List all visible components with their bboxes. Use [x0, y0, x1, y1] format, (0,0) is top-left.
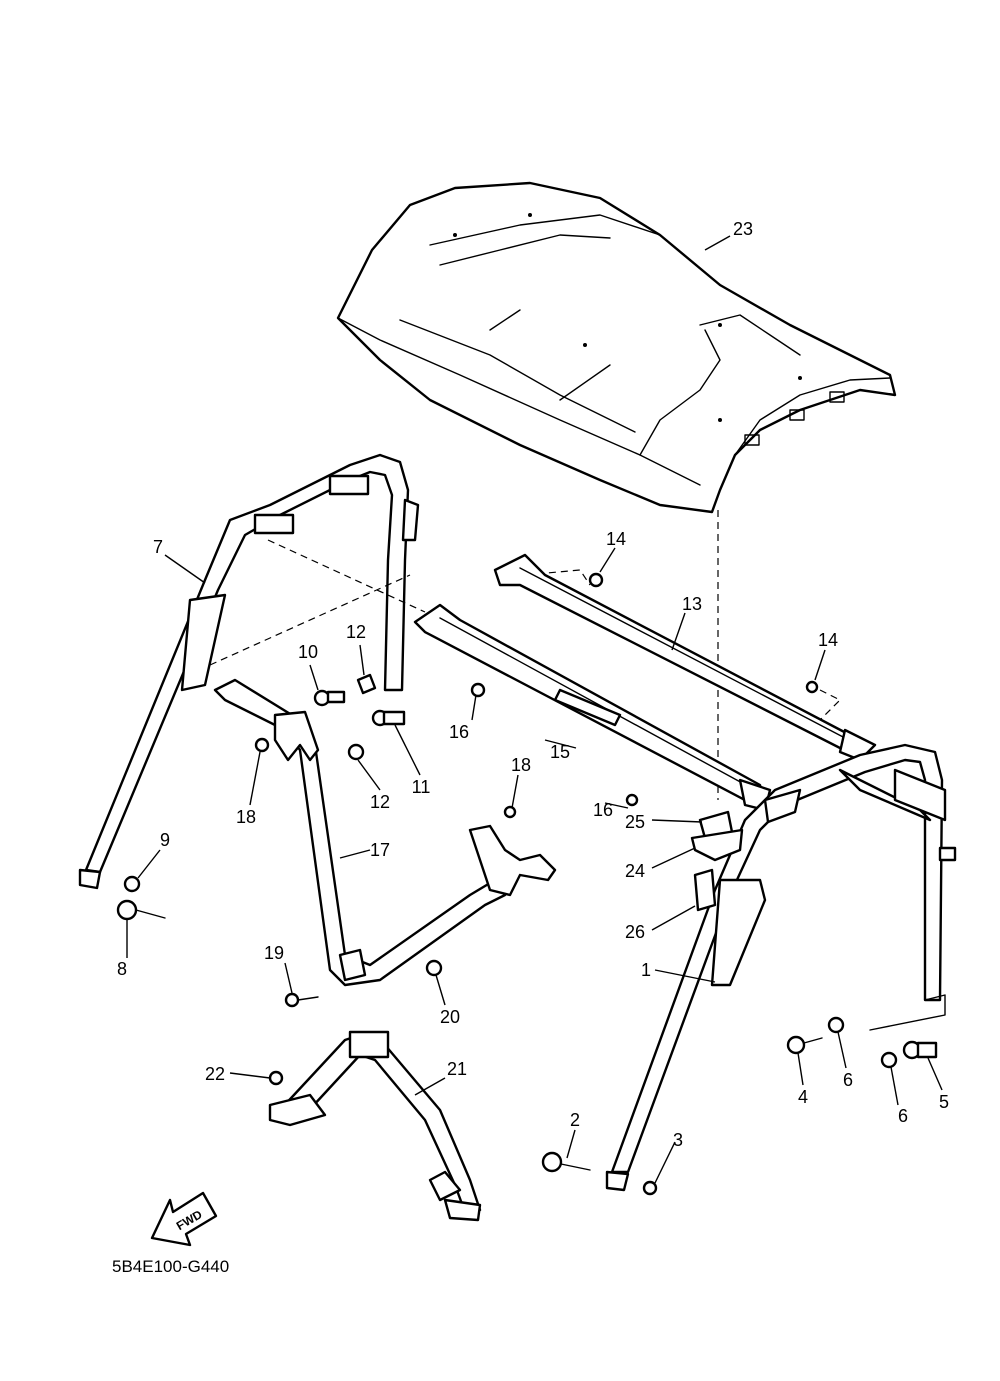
fwd-arrow: FWD [150, 1191, 218, 1247]
callout-18b: 18 [511, 755, 531, 775]
callout-18: 18 [236, 807, 256, 827]
callout-6: 6 [843, 1070, 853, 1090]
callout-12: 12 [346, 622, 366, 642]
callout-25: 25 [625, 812, 645, 832]
roof-panel [336, 181, 897, 514]
callout-3: 3 [673, 1130, 683, 1150]
callout-4: 4 [798, 1087, 808, 1107]
callout-14: 14 [606, 529, 626, 549]
rear-roll-bar [605, 743, 957, 1192]
diagram-code: 5B4E100-G440 [112, 1257, 229, 1276]
front-roll-bar [78, 453, 420, 890]
callout-16: 16 [449, 722, 469, 742]
callout-26: 26 [625, 922, 645, 942]
crossbar-upper [493, 553, 877, 762]
callout-14b: 14 [818, 630, 838, 650]
callout-24: 24 [625, 861, 645, 881]
callout-17: 17 [370, 840, 390, 860]
callout-2: 2 [570, 1110, 580, 1130]
callout-5: 5 [939, 1092, 949, 1112]
callout-8: 8 [117, 959, 127, 979]
callout-11: 11 [412, 777, 431, 797]
crossbar-lower [413, 603, 772, 812]
fasteners [116, 572, 938, 1196]
callout-23: 23 [733, 219, 753, 239]
callout-12b: 12 [370, 792, 390, 812]
support-frame [213, 678, 557, 987]
callout-22: 22 [205, 1064, 225, 1084]
callout-7: 7 [153, 537, 163, 557]
callout-19: 19 [264, 943, 284, 963]
callout-16b: 16 [593, 800, 613, 820]
callout-15: 15 [550, 742, 570, 762]
callout-13: 13 [682, 594, 702, 614]
callout-9: 9 [160, 830, 170, 850]
callout-21: 21 [447, 1059, 467, 1079]
callout-6b: 6 [898, 1106, 908, 1126]
leader-lines [126, 235, 943, 1184]
callout-20: 20 [440, 1007, 460, 1027]
callout-labels: 1 2 3 4 5 6 6 7 8 9 10 11 12 12 13 14 14… [117, 219, 949, 1150]
callout-10: 10 [298, 642, 318, 662]
brace [268, 1030, 482, 1222]
callout-1: 1 [641, 960, 651, 980]
